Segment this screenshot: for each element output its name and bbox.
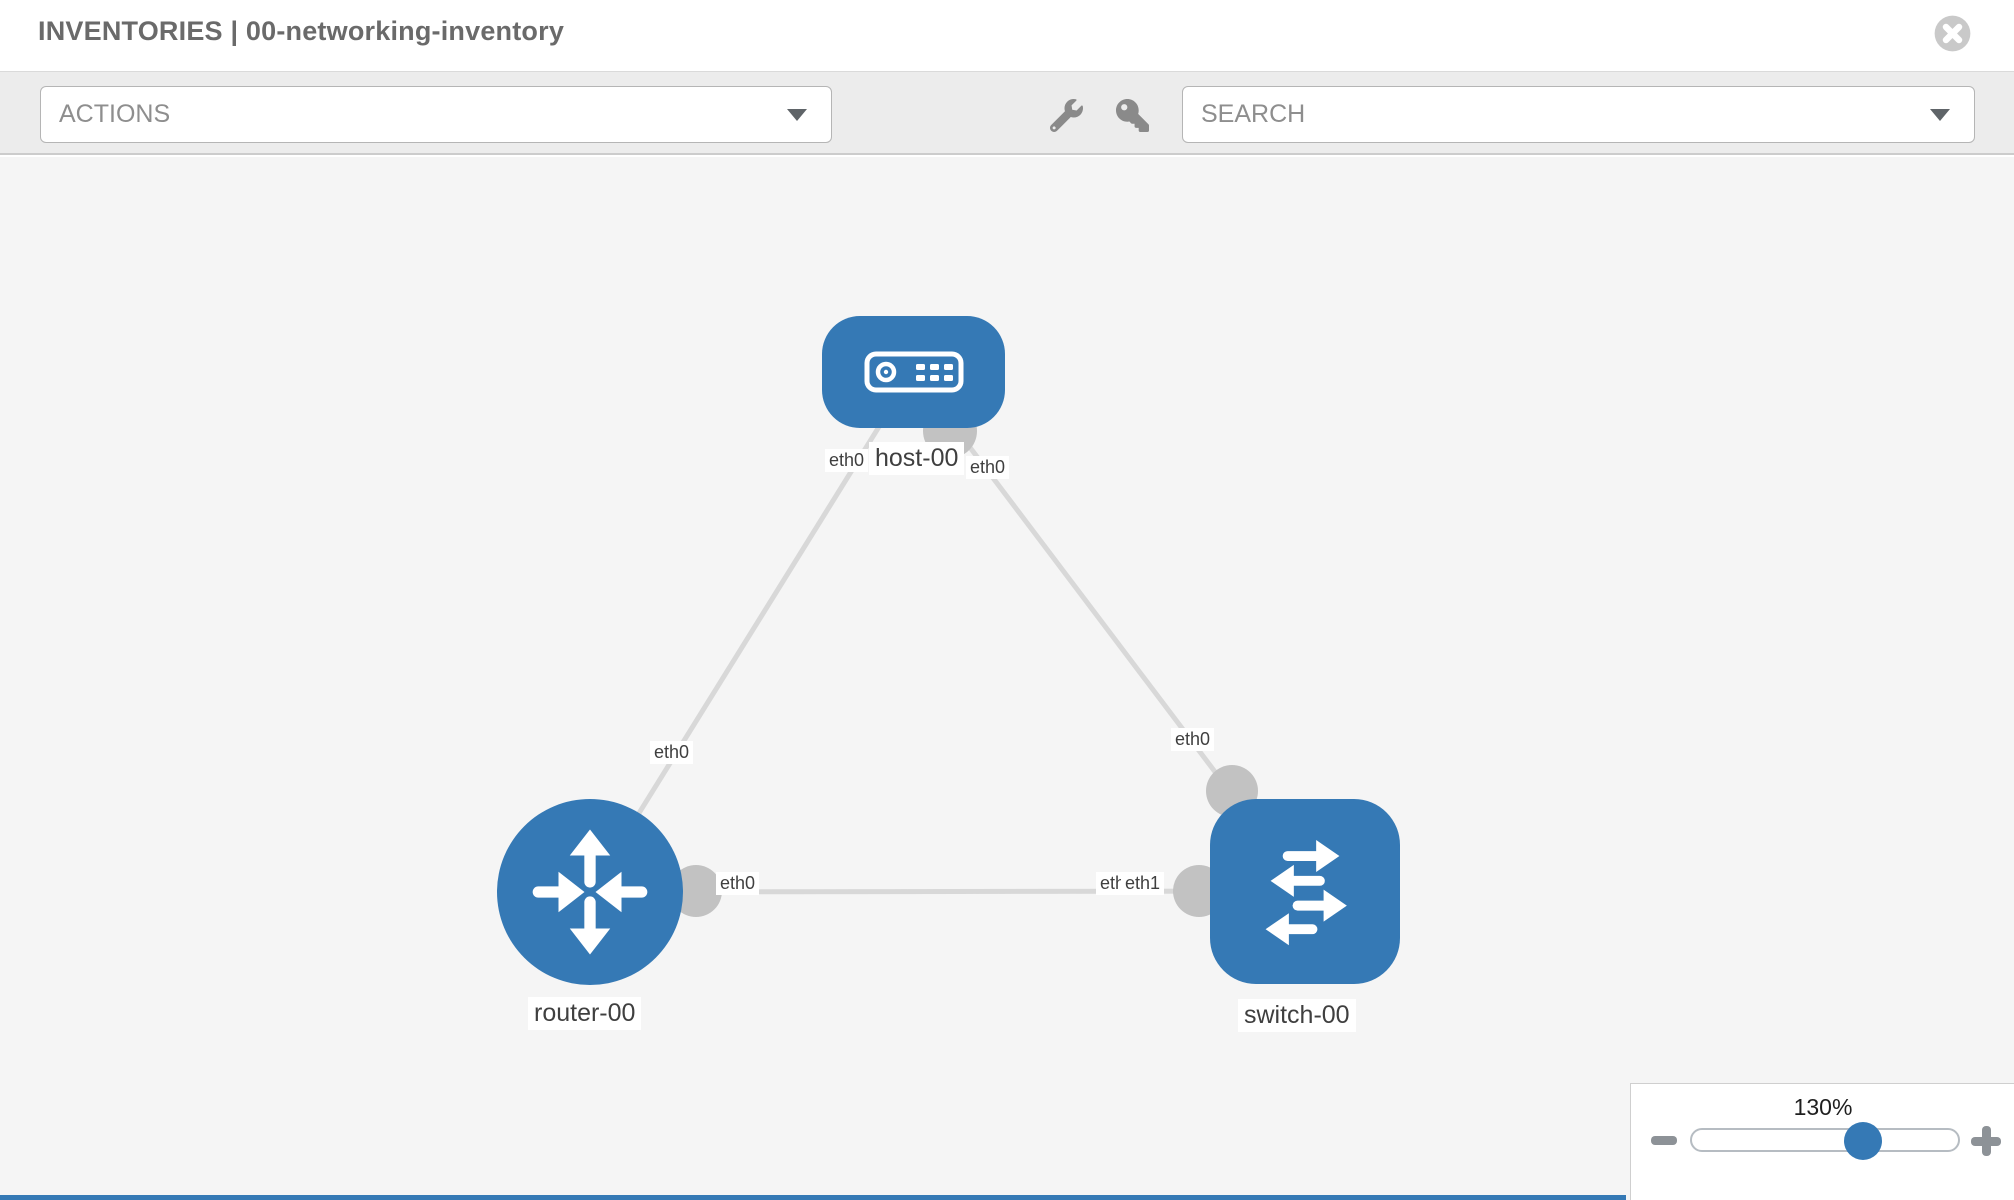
topology-canvas[interactable]: host-00 router-00 switch-00 eth0 eth0 et…: [0, 157, 2014, 1200]
zoom-level-value: 130%: [1793, 1094, 1853, 1120]
key-credentials-button[interactable]: [1110, 94, 1154, 136]
interface-label-host-eth0-left: eth0: [825, 449, 869, 472]
actions-dropdown[interactable]: ACTIONS: [40, 86, 832, 143]
node-label-host-00: host-00: [869, 442, 965, 475]
interface-label-router-eth0: eth0: [716, 872, 760, 895]
configure-topology-button[interactable]: [1044, 94, 1088, 136]
search-dropdown-label: SEARCH: [1201, 100, 1306, 128]
zoom-control-panel: 130%: [1630, 1083, 2014, 1200]
search-dropdown[interactable]: SEARCH: [1182, 86, 1975, 143]
bottom-panel-edge: [0, 1195, 1626, 1200]
key-icon: [1115, 98, 1149, 132]
node-switch-00[interactable]: [1210, 799, 1400, 984]
zoom-slider-track[interactable]: [1690, 1128, 1960, 1152]
host-icon: [864, 351, 963, 393]
interface-label-host-eth0-right: eth0: [966, 456, 1010, 479]
zoom-in-button[interactable]: [1971, 1126, 2001, 1156]
close-button[interactable]: [1933, 14, 1972, 53]
switch-icon: [1265, 839, 1347, 945]
interface-label-switch-eth0: eth0: [1171, 728, 1215, 751]
router-icon: [532, 829, 648, 955]
node-router-00[interactable]: [497, 799, 683, 985]
zoom-slider-handle[interactable]: [1844, 1122, 1882, 1160]
close-icon: [1934, 15, 1971, 52]
port-router-eth0: [670, 865, 722, 917]
node-host-00[interactable]: [822, 316, 1005, 428]
interface-label-switch-eth1: eth1: [1121, 872, 1165, 895]
plus-icon: [1982, 1126, 1991, 1156]
zoom-out-button[interactable]: [1651, 1136, 1677, 1145]
interface-label-router-eth0-uplink: eth0: [650, 741, 694, 764]
actions-dropdown-label: ACTIONS: [59, 100, 171, 128]
page-title: INVENTORIES | 00-networking-inventory: [38, 16, 565, 46]
node-label-switch-00: switch-00: [1238, 999, 1356, 1032]
header-bar: INVENTORIES | 00-networking-inventory: [0, 0, 2014, 72]
chevron-down-icon: [787, 108, 807, 121]
links-and-ports-layer: [587, 370, 1307, 917]
node-label-router-00: router-00: [528, 997, 642, 1030]
toolbar: ACTIONS SEARCH: [0, 72, 2014, 155]
chevron-down-icon: [1930, 108, 1950, 121]
wrench-icon: [1049, 98, 1083, 132]
